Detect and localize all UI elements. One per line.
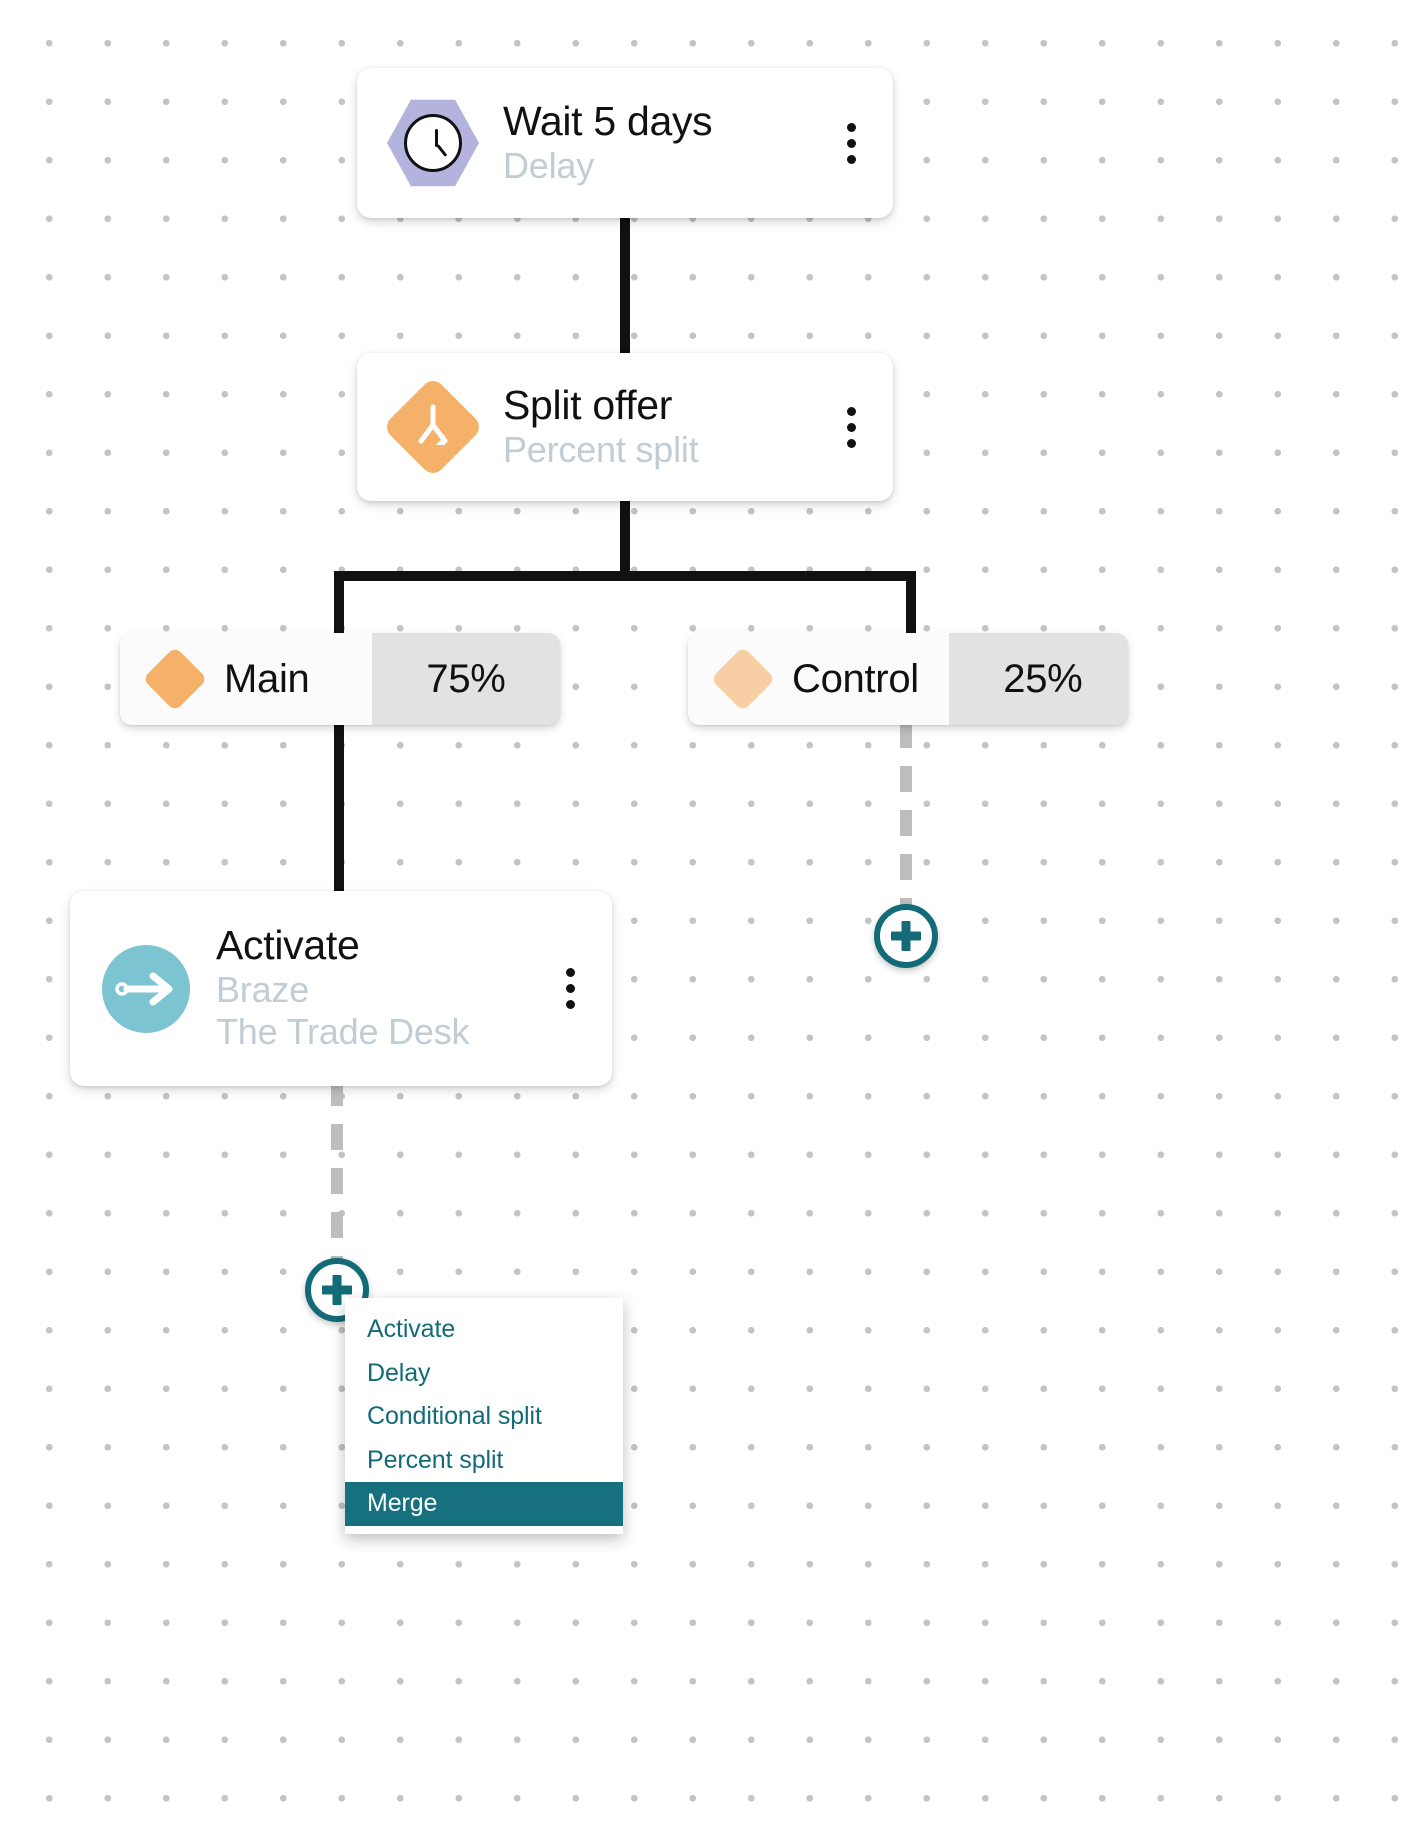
node-delay-icon-wrap bbox=[387, 97, 479, 189]
node-split-subtitle: Percent split bbox=[503, 428, 699, 470]
edge-delay-to-split bbox=[620, 214, 630, 357]
node-delay-title: Wait 5 days bbox=[503, 97, 713, 144]
activate-arrow-circle-icon bbox=[102, 944, 190, 1033]
node-split-icon-wrap bbox=[382, 376, 484, 478]
branch-chip-main-percent: 75% bbox=[426, 656, 506, 701]
node-split-text: Split offer Percent split bbox=[503, 381, 831, 471]
menu-item-activate[interactable]: Activate bbox=[367, 1315, 456, 1343]
menu-item-delay[interactable]: Delay bbox=[367, 1358, 431, 1387]
node-activate-icon-wrap bbox=[102, 944, 190, 1033]
node-card-activate[interactable]: Activate Braze The Trade Desk bbox=[70, 891, 612, 1086]
clock-hour-hand bbox=[436, 144, 448, 157]
node-card-split[interactable]: Split offer Percent split bbox=[357, 353, 893, 501]
clock-hexagon-icon bbox=[387, 97, 479, 189]
clock-minute-hand bbox=[435, 129, 438, 147]
split-glyph bbox=[387, 381, 479, 473]
edge-main-to-activate bbox=[334, 718, 344, 898]
edge-bus-to-control bbox=[906, 571, 916, 637]
add-step-menu[interactable]: Activate Delay Conditional split Percent… bbox=[345, 1298, 623, 1534]
node-activate-subtitle-2: The Trade Desk bbox=[216, 1011, 470, 1053]
clock-face bbox=[404, 114, 462, 172]
branch-chip-main-label-part: Main bbox=[120, 633, 372, 725]
node-activate-title: Activate bbox=[216, 922, 360, 969]
menu-item-percent-split[interactable]: Percent split bbox=[367, 1445, 504, 1474]
branch-diamond-icon-main bbox=[142, 646, 208, 712]
node-delay-subtitle: Delay bbox=[503, 144, 595, 186]
node-delay-kebab-menu-icon[interactable] bbox=[831, 115, 871, 171]
node-delay-text: Wait 5 days Delay bbox=[503, 97, 831, 187]
node-activate-text: Activate Braze The Trade Desk bbox=[216, 922, 550, 1054]
branch-chip-control-label: Control bbox=[792, 656, 919, 701]
add-step-plus-icon-control-branch[interactable] bbox=[874, 904, 938, 968]
node-card-delay[interactable]: Wait 5 days Delay bbox=[357, 68, 893, 218]
node-activate-kebab-menu-icon[interactable] bbox=[550, 961, 590, 1017]
node-activate-subtitle-1: Braze bbox=[216, 968, 310, 1010]
node-split-kebab-menu-icon[interactable] bbox=[831, 399, 871, 455]
branch-chip-main[interactable]: Main 75% bbox=[120, 633, 560, 725]
menu-item-merge[interactable]: Merge bbox=[345, 1482, 623, 1526]
edge-branch-bus bbox=[334, 571, 916, 581]
percent-split-diamond-icon bbox=[382, 376, 484, 478]
branch-chip-main-label: Main bbox=[224, 656, 310, 701]
edge-control-to-plus-dashed bbox=[900, 722, 912, 912]
branch-chip-control-percent: 25% bbox=[1003, 656, 1083, 701]
branch-chip-control-label-part: Control bbox=[688, 633, 949, 725]
add-step-plus-icon-main-branch[interactable] bbox=[305, 1258, 369, 1322]
branch-chip-main-percent-part: 75% bbox=[372, 633, 560, 725]
branch-diamond-icon-control bbox=[710, 646, 776, 712]
node-split-title: Split offer bbox=[503, 381, 673, 428]
branch-chip-control[interactable]: Control 25% bbox=[688, 633, 1128, 725]
edge-activate-to-plus-dashed bbox=[331, 1080, 343, 1270]
edge-split-trunk bbox=[620, 497, 630, 577]
edge-bus-to-main bbox=[334, 571, 344, 637]
menu-item-conditional-split[interactable]: Conditional split bbox=[367, 1402, 542, 1430]
branch-chip-control-percent-part: 25% bbox=[948, 633, 1128, 725]
